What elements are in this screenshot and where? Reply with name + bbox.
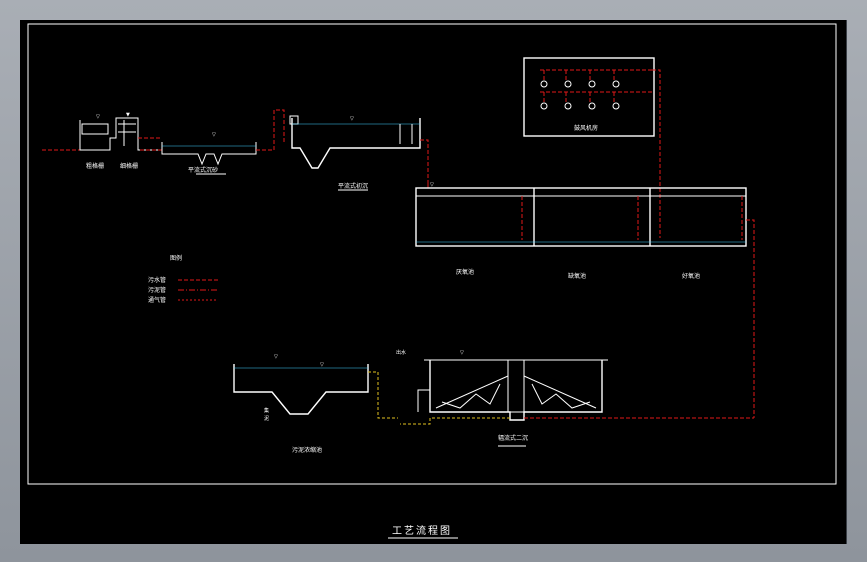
sludge-thickener: ▽ ▽ 集 泥 [233,354,398,422]
drawing-border [27,23,837,485]
label-grit-chamber: 平流式沉砂 [188,166,218,174]
grit-chamber: ▽ [140,132,274,175]
svg-text:出水: 出水 [396,349,406,356]
bio-tanks: ▽ [415,182,755,418]
label-coarse-screen: 粗格栅 [86,162,104,170]
svg-text:集: 集 [264,407,269,414]
drawing-title: 工艺流程图 [392,524,452,537]
legend-label-2: 通气管 [148,296,166,304]
legend-label-1: 污泥管 [148,286,166,294]
svg-text:▽: ▽ [96,114,100,120]
svg-text:泥: 泥 [264,415,269,422]
label-primary-tank: 平流式初沉 [338,182,368,190]
svg-text:▽: ▽ [320,362,324,368]
label-anaerobic-tank: 厌氧池 [456,268,474,276]
secondary-clarifier: ▽ 出水 [396,349,754,447]
svg-text:▽: ▽ [212,132,216,138]
svg-text:▼: ▼ [126,112,130,118]
label-secondary-clarifier: 辐流式二沉 [498,434,528,442]
drawing-canvas[interactable]: ▼ ▽ 粗格栅 细格栅 ▽ 平流式沉砂 ▽ 平流式初沉 [20,20,847,544]
primary-settling-tank: ▽ [273,109,429,191]
label-blower-room: 鼓风机房 [574,124,598,132]
svg-text:▽: ▽ [274,354,278,360]
svg-text:▽: ▽ [350,116,354,122]
process-flow-diagram: ▼ ▽ 粗格栅 细格栅 ▽ 平流式沉砂 ▽ 平流式初沉 [27,23,837,539]
label-sludge-thickener: 污泥浓缩池 [292,446,322,454]
svg-text:▽: ▽ [460,350,464,356]
label-aerobic-tank: 好氧池 [682,272,700,280]
blower-room [523,57,661,238]
label-fine-screen: 细格栅 [120,162,138,170]
inlet-screens: ▼ ▽ [42,112,160,151]
legend-title: 图例 [170,254,182,262]
label-anoxic-tank: 缺氧池 [568,272,586,280]
legend: 图例 污水管 污泥管 通气管 [148,254,218,304]
svg-text:▽: ▽ [430,182,434,188]
legend-label-0: 污水管 [148,276,166,284]
